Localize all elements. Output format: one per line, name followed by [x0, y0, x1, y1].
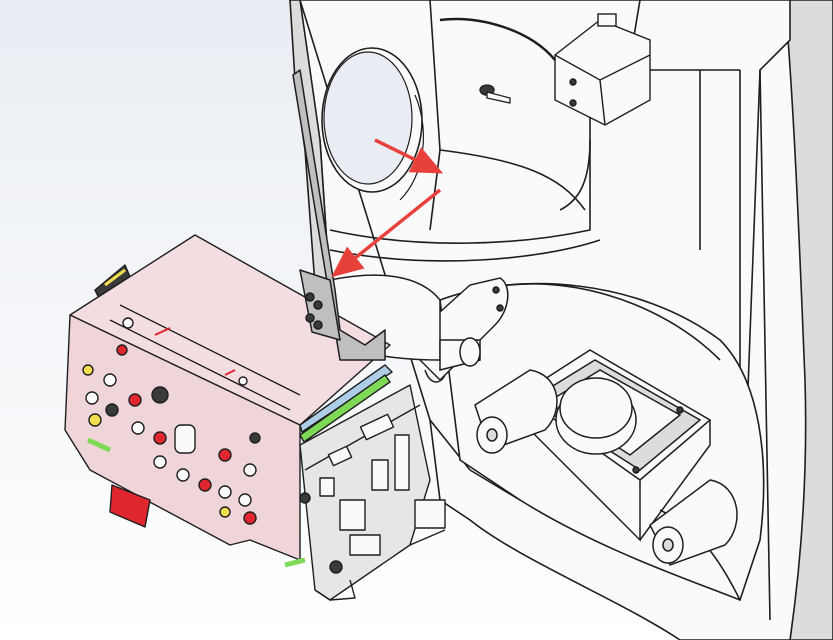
- tilt-base-socket: [518, 349, 712, 542]
- stepper-motor: [439, 13, 651, 126]
- control-pcb: [299, 384, 446, 601]
- mounting-bracket: [292, 69, 386, 361]
- annotation-arrows: [331, 138, 444, 278]
- cylindrical-posts: [474, 369, 738, 566]
- arrow-to-bracket-bottom: [331, 188, 442, 278]
- red-ribbon-tab: [109, 484, 151, 528]
- arrow-to-bracket-top: [374, 138, 444, 174]
- zoom-camera-module: [64, 234, 393, 568]
- lens-window-opening: [321, 47, 425, 201]
- screw: [479, 84, 511, 104]
- camera-side-holes: [82, 344, 261, 525]
